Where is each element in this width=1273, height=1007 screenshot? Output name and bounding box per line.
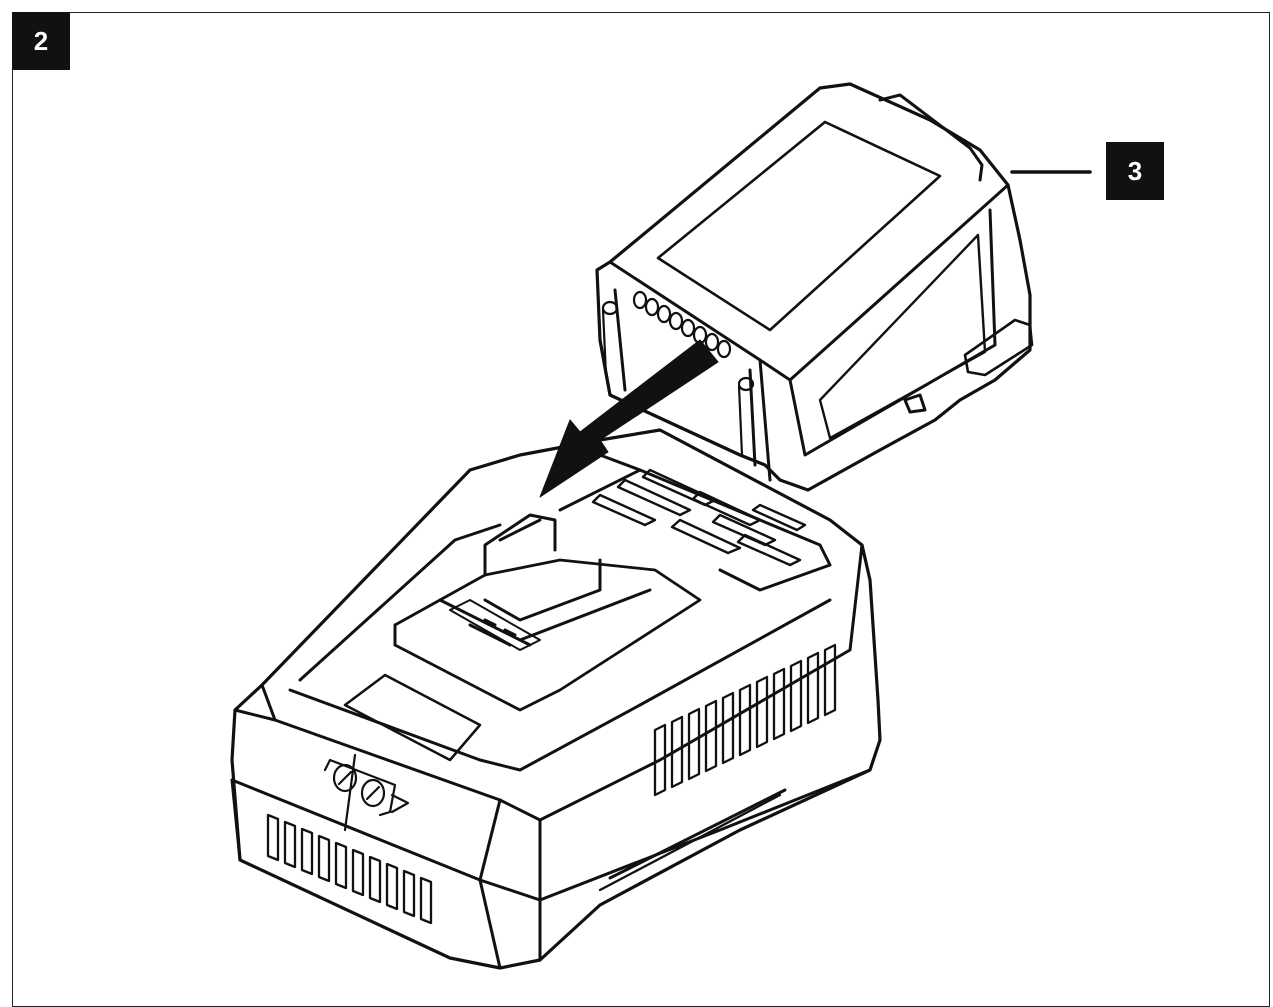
insertion-arrow (539, 339, 719, 498)
battery-pack (595, 82, 1034, 492)
callout-badge-3: 3 (1106, 142, 1164, 200)
charger-base (230, 428, 882, 970)
figure-number-badge: 2 (12, 12, 70, 70)
